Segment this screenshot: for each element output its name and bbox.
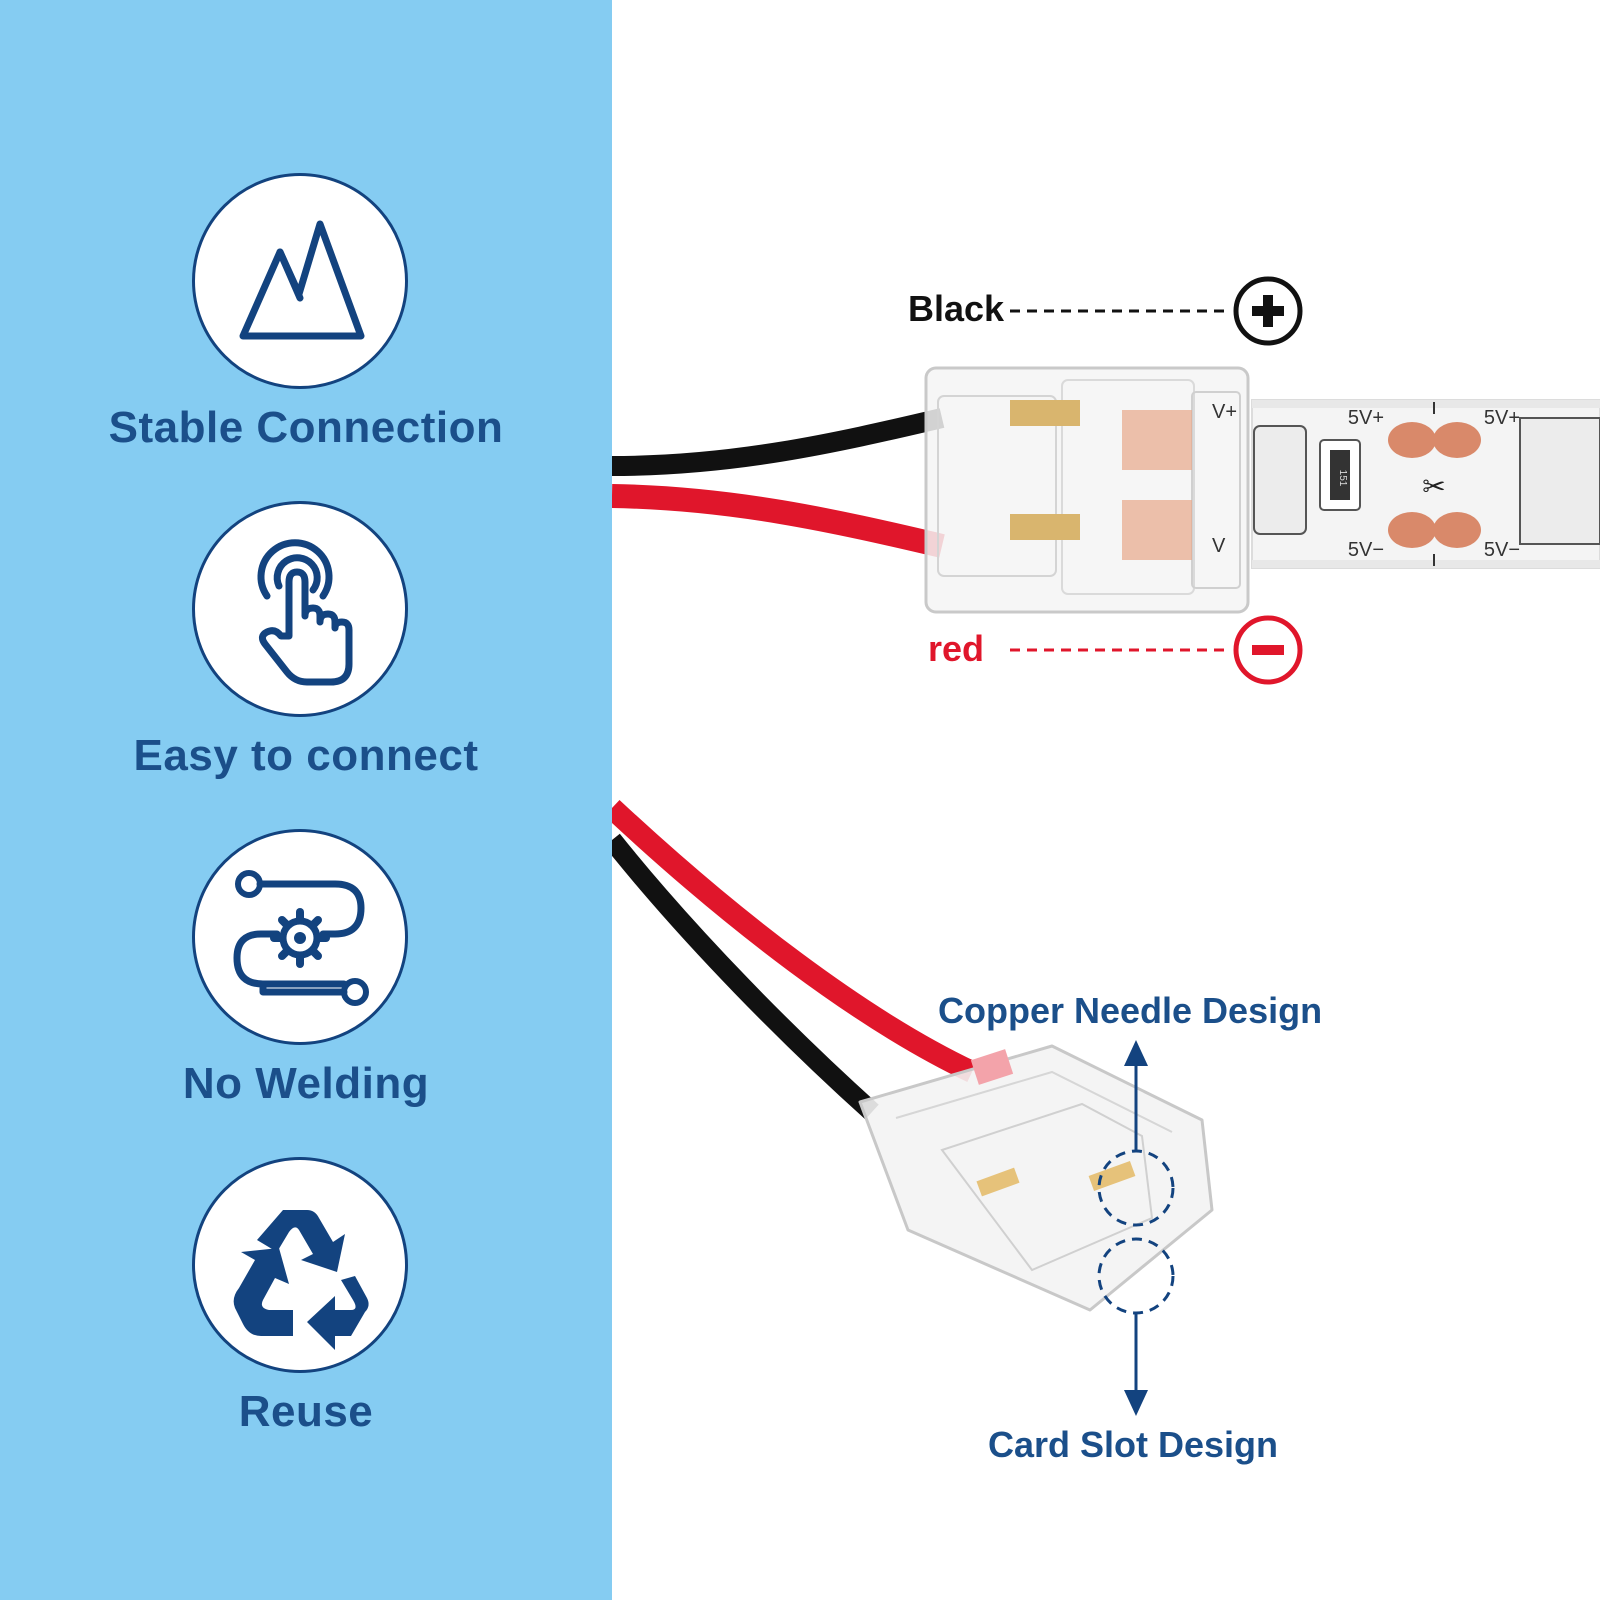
- connector-neg-text: V: [1212, 535, 1226, 557]
- red-wire: [612, 799, 977, 1082]
- gear-path-icon: [233, 870, 369, 1006]
- strip-neg-text: 5V−: [1348, 539, 1384, 561]
- arrow-down-icon: [1124, 1390, 1148, 1416]
- copper-needle: [1010, 400, 1080, 426]
- feature-label: Reuse: [238, 1387, 374, 1436]
- strip-pos-text: 5V+: [1484, 407, 1520, 429]
- led-chip: [1253, 425, 1307, 535]
- product-scene: 151 ✂ 5V+ 5V− 5V+ 5V− V+ V: [612, 276, 1600, 1416]
- card-slot-label: Card Slot Design: [988, 1424, 1279, 1465]
- card-slot-highlight: [1097, 1237, 1175, 1315]
- touch-hand-icon: [257, 539, 353, 686]
- scissors-icon: ✂: [1422, 471, 1445, 502]
- copper-pad: [1388, 422, 1436, 458]
- feature-label: No Welding: [182, 1059, 430, 1108]
- black-wire: [612, 408, 945, 476]
- feature-icon-circle: [192, 501, 408, 717]
- copper-needle-highlight: [1097, 1149, 1175, 1227]
- mountain-icon: [239, 220, 365, 340]
- copper-needle: [1010, 514, 1080, 540]
- strip-neg-text: 5V−: [1484, 539, 1520, 561]
- black-label: Black: [908, 288, 1005, 329]
- red-wire: [612, 484, 945, 558]
- black-wire: [612, 833, 879, 1120]
- feature-label: Stable Connection: [108, 403, 504, 452]
- feature-icon-circle: [192, 1157, 408, 1373]
- connector-pos-text: V+: [1212, 401, 1237, 423]
- feature-icon-circle: [192, 829, 408, 1045]
- copper-pad: [1433, 512, 1481, 548]
- red-label: red: [928, 628, 985, 669]
- recycle-icon: [233, 1210, 369, 1350]
- strip-connector: V+ V: [924, 366, 1250, 614]
- feature-icon-circle: [192, 173, 408, 389]
- copper-needle: [976, 1167, 1020, 1197]
- feature-panel: Stable Connection Easy to connect: [0, 0, 612, 1600]
- arrow-up-icon: [1124, 1040, 1148, 1066]
- copper-pad: [1433, 422, 1481, 458]
- led-strip: 151 ✂ 5V+ 5V− 5V+ 5V−: [1251, 399, 1600, 569]
- strip-pos-text: 5V+: [1348, 407, 1384, 429]
- loose-connector: [858, 1044, 1214, 1312]
- led-chip: [1519, 417, 1600, 545]
- resistor-text: 151: [1337, 470, 1348, 487]
- copper-needle-label: Copper Needle Design: [938, 990, 1323, 1031]
- copper-pad: [1388, 512, 1436, 548]
- feature-label: Easy to connect: [133, 731, 479, 780]
